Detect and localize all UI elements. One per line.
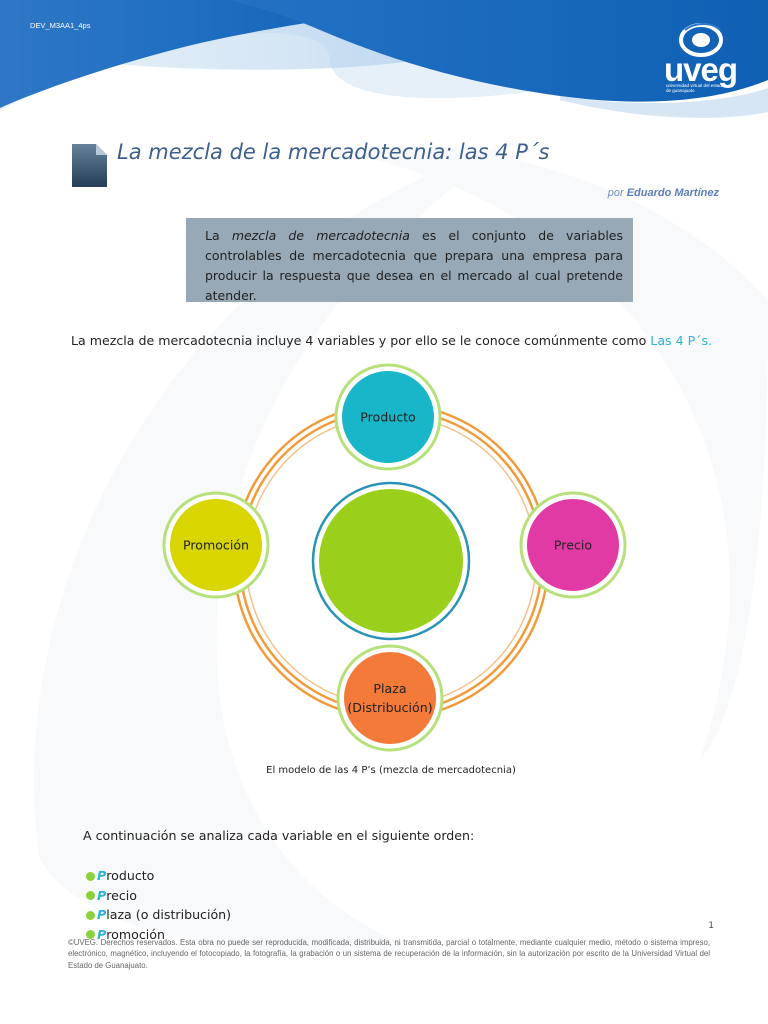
- node-label-plaza-line2: (Distribución): [347, 700, 433, 715]
- byline-prefix: por: [607, 187, 624, 199]
- list-item-text: laza (o distribución): [106, 907, 232, 922]
- list-item: Plaza (o distribución): [86, 905, 231, 925]
- node-label-promocion: Promoción: [182, 537, 250, 553]
- page-title: La mezcla de la mercadotecnia: las 4 P´s: [117, 140, 550, 164]
- author-byline: por Eduardo Martínez: [608, 187, 719, 199]
- four-ps-diagram: [162, 363, 627, 752]
- list-item-initial: P: [97, 907, 107, 922]
- node-label-precio: Precio: [553, 537, 593, 553]
- list-item-text: roducto: [106, 868, 155, 883]
- page-number: 1: [708, 921, 714, 931]
- node-plaza: [342, 650, 438, 746]
- node-label-producto: Producto: [360, 409, 416, 425]
- definition-term: mezcla de mercadotecnia: [231, 228, 410, 243]
- node-label-plaza-line1: Plaza: [373, 681, 407, 696]
- copyright-footer: ©UVEG. Derechos reservados. Esta obra no…: [68, 938, 710, 970]
- list-item: Producto: [86, 866, 231, 886]
- uveg-logo-mark: [679, 23, 723, 57]
- diagram-nodes: [162, 363, 627, 752]
- list-item-initial: P: [97, 868, 107, 883]
- definition-box: La mezcla de mercadotecnia es el conjunt…: [186, 218, 633, 303]
- intro-paragraph: La mezcla de mercadotecnia incluye 4 var…: [71, 333, 712, 348]
- node-precio: [525, 497, 621, 593]
- uveg-logo-tagline: universidad virtual del estado de guanaj…: [666, 83, 725, 94]
- list-item-text: recio: [106, 887, 138, 903]
- uveg-logo-text: uveg: [664, 51, 738, 88]
- node-producto: [340, 369, 436, 465]
- intro-text: La mezcla de mercadotecnia incluye 4 var…: [71, 333, 651, 348]
- diagram-caption: El modelo de las 4 P’s (mezcla de mercad…: [266, 765, 516, 776]
- document-icon: [72, 144, 107, 187]
- list-item-initial: P: [97, 926, 107, 942]
- document-code: DEV_M3AA1_4ps: [30, 21, 91, 30]
- order-intro: A continuación se analiza cada variable …: [83, 828, 475, 843]
- center-circle: [311, 481, 471, 641]
- intro-highlight: Las 4 P´s.: [650, 333, 713, 348]
- list-item-initial: P: [97, 887, 107, 903]
- list-item: Promoción: [86, 925, 231, 945]
- list-item: Precio: [86, 886, 231, 906]
- list-item-text: romoción: [106, 926, 165, 942]
- node-promocion: [168, 497, 264, 593]
- node-label-plaza: Plaza (Distribución): [347, 679, 432, 717]
- four-ps-list: Producto Precio Plaza (o distribución) P…: [86, 866, 231, 944]
- author-name: Eduardo Martínez: [626, 187, 719, 199]
- definition-pre: La: [205, 228, 232, 243]
- definition-text: es el conjunto de variables controlables…: [205, 228, 623, 303]
- header-banner: [0, 0, 768, 118]
- watermark-swirl: [34, 140, 768, 953]
